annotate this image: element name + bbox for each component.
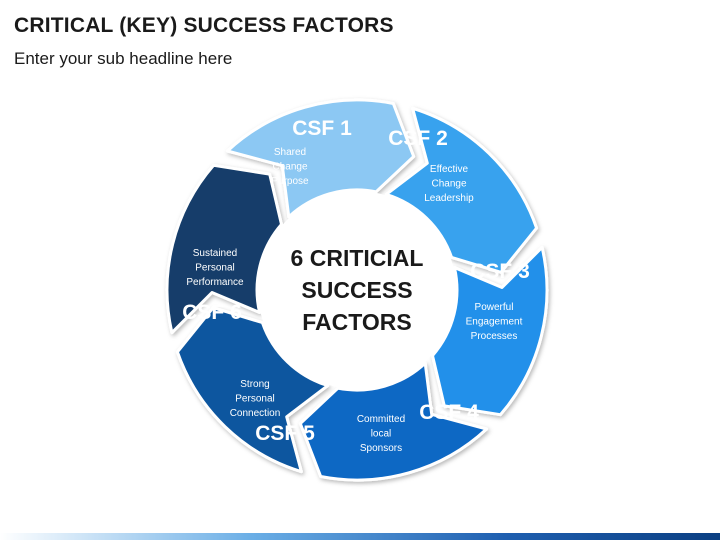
csf-1-label: CSF 1 (292, 117, 352, 140)
csf-5-description-line-3: Connection (230, 408, 281, 419)
csf-segment-6 (165, 163, 283, 335)
csf-2-description-line-2: Change (431, 179, 466, 190)
csf-5-description-line-2: Personal (235, 394, 274, 405)
csf-4-description-line-2: local (371, 429, 392, 440)
csf-6-description-line-2: Personal (195, 263, 234, 274)
center-circle (258, 191, 456, 389)
csf-1-description-line-3: Purpose (271, 176, 309, 187)
csf-6-description-line-3: Performance (186, 277, 244, 288)
csf-4-label: CSF 4 (419, 401, 479, 424)
center-title-line-1: 6 CRITICIAL (291, 245, 424, 271)
csf-6-label: CSF 6 (182, 301, 242, 324)
csf-segment-2 (384, 106, 539, 274)
csf-6-description-line-1: Sustained (193, 248, 237, 259)
center-title-line-2: SUCCESS (301, 277, 412, 303)
csf-5-description-line-1: Strong (240, 379, 269, 390)
csf-2-label: CSF 2 (388, 127, 448, 150)
page-title: CRITICAL (KEY) SUCCESS FACTORS (14, 14, 394, 37)
page-subtitle: Enter your sub headline here (14, 49, 233, 68)
csf-segment-5 (175, 306, 330, 474)
csf-segment-3 (431, 245, 549, 417)
csf-4-description-line-3: Sponsors (360, 443, 402, 454)
csf-segment-1 (225, 98, 416, 219)
csf-1-description-line-2: Change (272, 162, 307, 173)
csf-3-description-line-3: Processes (471, 331, 518, 342)
csf-3-description-line-2: Engagement (466, 317, 523, 328)
csf-3-description-line-1: Powerful (475, 302, 514, 313)
csf-3-label: CSF 3 (470, 260, 530, 283)
center-title-line-3: FACTORS (302, 309, 411, 335)
csf-4-description-line-1: Committed (357, 414, 405, 425)
csf-segment-4 (298, 361, 489, 482)
csf-5-label: CSF 5 (255, 422, 315, 445)
csf-2-description-line-3: Leadership (424, 193, 474, 204)
csf-2-description-line-1: Effective (430, 164, 469, 175)
bottom-accent-bar (0, 533, 720, 540)
csf-1-description-line-1: Shared (274, 147, 306, 158)
